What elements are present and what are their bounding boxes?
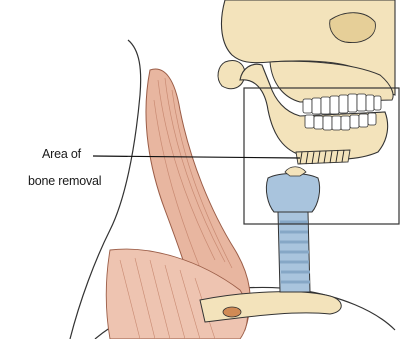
eye-socket [330, 13, 376, 43]
small-node [223, 307, 241, 317]
thyroid-cartilage [266, 174, 319, 213]
annotation-label-line-2: bone removal [28, 174, 101, 189]
hyoid-bone [296, 150, 350, 164]
clavicle-bone [200, 292, 341, 322]
pointer-line [93, 156, 300, 158]
annotation-label-line-1: Area of [42, 147, 81, 162]
